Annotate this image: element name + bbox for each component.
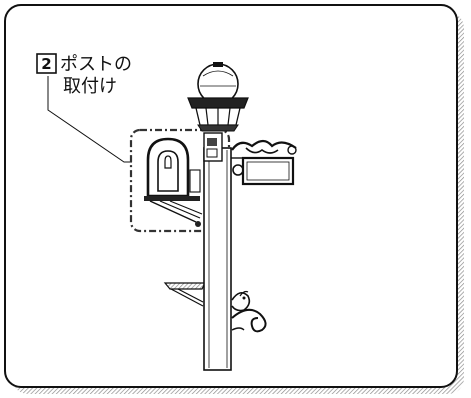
step-number: 2 — [41, 55, 51, 73]
lower-shelf — [163, 282, 206, 307]
leader-line — [47, 76, 132, 163]
intercom-box — [203, 132, 223, 162]
callout-line-1: ポストの — [60, 54, 132, 75]
step-callout: 2 ポストの 取付け — [36, 53, 132, 163]
callout-line-2: 取付け — [63, 76, 117, 97]
lamp — [187, 62, 249, 132]
mailbox — [144, 137, 203, 227]
nameplate — [231, 139, 297, 186]
post-pole — [203, 147, 232, 371]
squirrel-ornament — [231, 290, 267, 333]
pole-body — [203, 147, 232, 371]
step-number-box — [36, 53, 57, 74]
